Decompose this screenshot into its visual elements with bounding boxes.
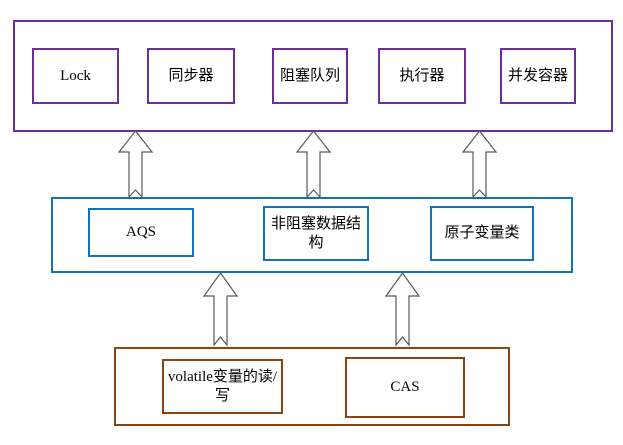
arrow-bottom-to-middle-1 [202, 271, 239, 347]
arrow-bottom-to-middle-2 [384, 271, 421, 347]
node-concurrent-container-label: 并发容器 [507, 67, 568, 84]
node-blocking-queue-label: 阻塞队列 [279, 67, 340, 84]
node-atomic-variable-class[interactable]: 原子变量类 [430, 206, 534, 261]
node-cas[interactable]: CAS [345, 357, 465, 418]
node-synchronizer-label: 同步器 [168, 67, 214, 84]
node-concurrent-container[interactable]: 并发容器 [500, 48, 576, 104]
arrow-middle-to-top-2 [295, 130, 332, 199]
node-volatile-read-write[interactable]: volatile变量的读/写 [162, 359, 283, 414]
node-aqs[interactable]: AQS [88, 208, 194, 257]
node-synchronizer[interactable]: 同步器 [147, 48, 235, 104]
node-volatile-read-write-label: volatile变量的读/写 [167, 368, 278, 404]
node-nonblocking-data-structure[interactable]: 非阻塞数据结构 [263, 206, 369, 261]
node-executor-label: 执行器 [399, 67, 445, 84]
node-nonblocking-data-structure-label: 非阻塞数据结构 [270, 215, 361, 251]
node-blocking-queue[interactable]: 阻塞队列 [272, 48, 348, 104]
node-cas-label: CAS [390, 379, 420, 396]
node-lock-label: Lock [60, 67, 91, 84]
node-atomic-variable-class-label: 原子变量类 [444, 225, 520, 242]
arrow-middle-to-top-3 [461, 130, 498, 199]
node-aqs-label: AQS [125, 224, 156, 241]
node-executor[interactable]: 执行器 [378, 48, 466, 104]
node-lock[interactable]: Lock [32, 48, 119, 104]
arrow-middle-to-top-1 [117, 130, 154, 199]
